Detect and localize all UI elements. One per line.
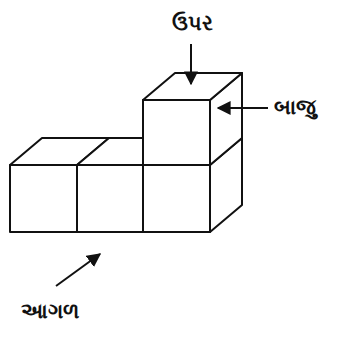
front-arrow <box>56 254 100 286</box>
top-label: ઉપર <box>172 11 213 36</box>
side-label: બાજુ <box>274 95 316 120</box>
side-arrow <box>218 107 268 109</box>
front-label: આગળ <box>21 299 79 324</box>
top-arrow <box>190 44 192 84</box>
